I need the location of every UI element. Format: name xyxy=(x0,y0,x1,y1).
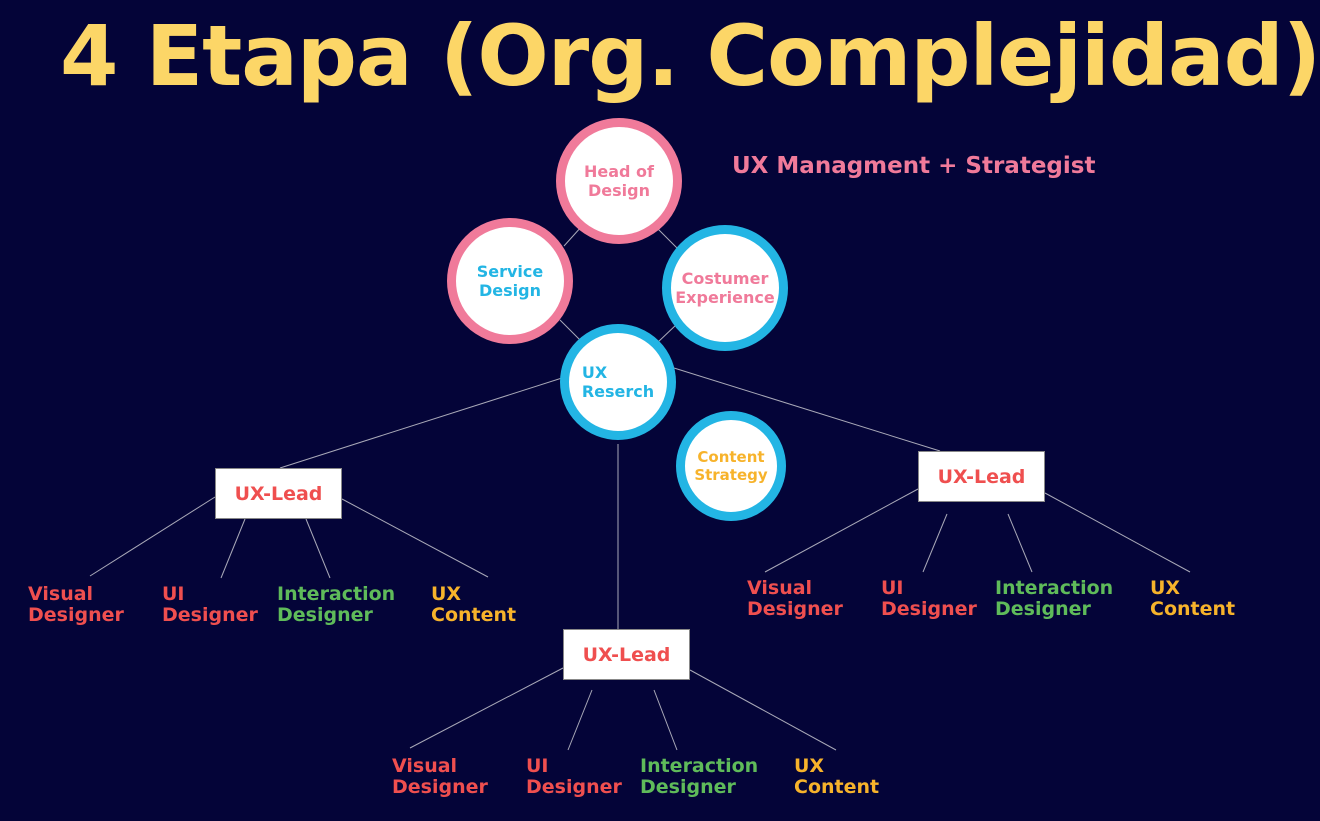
connector-lead-right-content xyxy=(1044,492,1191,573)
connector-lead-center-interaction xyxy=(653,689,678,751)
connector-head-costumer xyxy=(655,226,678,249)
role-right-visual-designer: Visual Designer xyxy=(747,577,843,620)
role-center-interaction-designer: Interaction Designer xyxy=(640,755,759,798)
node-content-strategy-label: Content Strategy xyxy=(694,448,768,484)
connector-costumer-uxr xyxy=(656,323,678,344)
role-right-ui-designer: UI Designer xyxy=(881,577,977,620)
connector-lead-right-visual xyxy=(764,488,919,573)
connector-service-uxr xyxy=(559,319,581,341)
node-head-of-design: Head of Design xyxy=(556,118,682,244)
page-title: 4 Etapa (Org. Complejidad) xyxy=(60,7,1320,105)
connector-lines xyxy=(89,225,1191,751)
node-service-design: Service Design xyxy=(447,218,573,344)
role-left-visual-designer: Visual Designer xyxy=(28,583,124,626)
node-ux-lead-center: UX-Lead xyxy=(563,629,690,680)
role-center-visual-designer: Visual Designer xyxy=(392,755,488,798)
node-ux-research: UX Reserch xyxy=(560,324,676,440)
connector-lead-left-interaction xyxy=(305,518,331,579)
node-content-strategy: Content Strategy xyxy=(676,411,786,521)
diagram-subtitle: UX Managment + Strategist xyxy=(732,153,1096,179)
connector-lead-center-visual xyxy=(409,667,564,749)
role-left-ux-content: UX Content xyxy=(431,583,517,626)
connector-lead-center-ui xyxy=(567,689,593,751)
role-center-ui-designer: UI Designer xyxy=(526,755,622,798)
role-left-ui-designer: UI Designer xyxy=(162,583,258,626)
connector-lead-left-ui xyxy=(220,518,246,579)
connector-uxr-lead-left xyxy=(279,377,563,469)
node-service-design-label: Service Design xyxy=(476,262,544,300)
role-center-ux-content: UX Content xyxy=(794,755,880,798)
node-ux-research-label: UX Reserch xyxy=(581,363,655,401)
connector-lead-left-visual xyxy=(89,496,216,577)
connector-lead-right-ui xyxy=(922,513,948,573)
connector-lead-left-content xyxy=(341,498,489,578)
role-left-interaction-designer: Interaction Designer xyxy=(277,583,396,626)
node-costumer-experience: Costumer Experience xyxy=(662,225,788,351)
node-costumer-experience-label: Costumer Experience xyxy=(675,269,775,307)
role-right-ux-content: UX Content xyxy=(1150,577,1236,620)
role-right-interaction-designer: Interaction Designer xyxy=(995,577,1114,620)
connector-uxr-lead-right xyxy=(673,367,941,452)
connector-lead-center-content xyxy=(689,669,837,751)
node-ux-lead-left: UX-Lead xyxy=(215,468,342,519)
connector-lead-right-interaction xyxy=(1007,513,1033,573)
node-ux-lead-right: UX-Lead xyxy=(918,451,1045,502)
node-head-of-design-label: Head of Design xyxy=(583,162,654,200)
